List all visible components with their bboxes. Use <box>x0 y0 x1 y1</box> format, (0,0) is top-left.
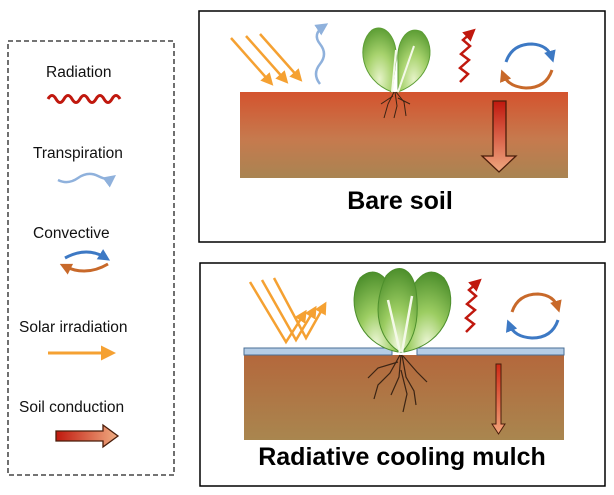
legend-label-solar-irradiation: Solar irradiation <box>19 319 128 336</box>
panel-title-radiative-cooling-mulch: Radiative cooling mulch <box>258 443 546 471</box>
legend-label-radiation: Radiation <box>46 64 112 81</box>
mulch-film-left <box>243 347 393 356</box>
panel-radiative-cooling-mulch <box>199 262 606 487</box>
legend-label-soil-conduction: Soil conduction <box>19 399 125 416</box>
solar-arrows-top <box>230 33 303 86</box>
solar-reflection-arrows <box>248 277 327 345</box>
small-lettuce-plant <box>362 27 431 119</box>
legend-box <box>7 40 175 476</box>
convective-cycle-icon <box>59 249 111 275</box>
panel-bare-soil <box>198 10 606 243</box>
radiation-arrow-bottom <box>464 278 482 333</box>
radiation-wave-icon <box>46 94 122 104</box>
conduction-arrow-icon <box>55 423 120 449</box>
bare-soil-layer <box>240 92 568 178</box>
convective-cycle-bottom <box>505 292 562 340</box>
convective-cycle-top <box>499 42 556 90</box>
legend-label-convective: Convective <box>33 225 110 242</box>
large-lettuce-plant <box>353 267 452 413</box>
soil-conduction-arrow-bottom <box>491 363 506 435</box>
transpiration-arrow-top <box>314 23 329 85</box>
mulch-film-right <box>416 347 565 356</box>
legend-label-transpiration: Transpiration <box>33 145 123 162</box>
radiation-arrow-top <box>458 28 476 83</box>
transpiration-arrow-icon <box>57 172 117 188</box>
soil-conduction-arrow-top <box>480 100 518 173</box>
panel-title-bare-soil: Bare soil <box>347 187 453 215</box>
